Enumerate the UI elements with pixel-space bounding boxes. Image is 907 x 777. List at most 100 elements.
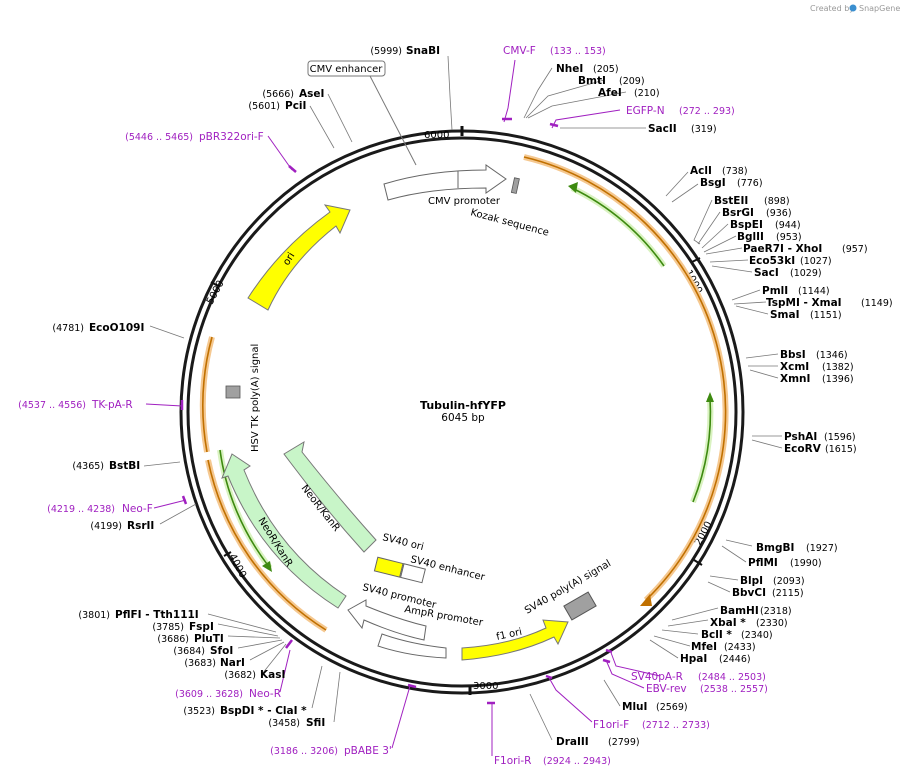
snapgene-logo-icon bbox=[849, 4, 857, 12]
cmv-promoter-arrow[interactable] bbox=[383, 164, 507, 201]
sv40-polya-box[interactable] bbox=[563, 591, 597, 621]
enzyme-hpai[interactable]: HpaI bbox=[680, 653, 707, 665]
enzyme-pshai[interactable]: PshAI bbox=[784, 431, 817, 443]
primer-f1ori-f[interactable]: F1ori-F bbox=[593, 719, 629, 731]
f1-ori-arrow[interactable] bbox=[461, 619, 569, 661]
enzyme-asei[interactable]: AseI bbox=[299, 88, 324, 100]
enzyme-pos-hpai: (2446) bbox=[719, 654, 751, 665]
enzyme-rsrii[interactable]: RsrII bbox=[127, 520, 154, 532]
enzyme-pos-bbvci: (2115) bbox=[772, 588, 804, 599]
enzyme-bsrgi[interactable]: BsrGI bbox=[722, 207, 754, 219]
hsv-tk-polya-label: HSV TK poly(A) signal bbox=[250, 344, 261, 452]
enzyme-pos-pmli: (1144) bbox=[798, 286, 830, 297]
ruler-label-6000: 6000 bbox=[424, 130, 449, 141]
ampr-promoter-box[interactable] bbox=[377, 633, 447, 659]
enzyme-pos-saci: (1029) bbox=[790, 268, 822, 279]
enzyme-pcii[interactable]: PciI bbox=[285, 100, 306, 112]
primer-leaders bbox=[145, 59, 661, 756]
enzyme-pos-bstbi: (4365) bbox=[72, 461, 104, 472]
enzyme-draiii[interactable]: DraIII bbox=[556, 736, 589, 748]
enzyme-xbai[interactable]: XbaI * bbox=[710, 617, 746, 629]
enzyme-saci[interactable]: SacI bbox=[754, 267, 779, 279]
enzyme-bsteii[interactable]: BstEII bbox=[714, 195, 748, 207]
enzyme-bstbi[interactable]: BstBI bbox=[109, 460, 140, 472]
enzyme-paer7i-xhoi[interactable]: PaeR7I - XhoI bbox=[743, 243, 822, 255]
enzyme-pos-fspi: (3785) bbox=[152, 622, 184, 633]
primer-neo-r[interactable]: Neo-R bbox=[249, 688, 281, 700]
enzyme-pluti[interactable]: PluTI bbox=[194, 633, 224, 645]
enzyme-bamhi[interactable]: BamHI bbox=[720, 605, 759, 617]
enzyme-snabi[interactable]: SnaBI bbox=[406, 45, 440, 57]
primer-range-tk-pa-r: (4537 .. 4556) bbox=[18, 400, 86, 411]
primer-sv40pa-r[interactable]: SV40pA-R bbox=[631, 671, 683, 683]
primer-ebv-rev[interactable]: EBV-rev bbox=[646, 683, 687, 695]
enzyme-sfoi[interactable]: SfoI bbox=[210, 645, 233, 657]
enzyme-sfii[interactable]: SfiI bbox=[306, 717, 325, 729]
primer-f1ori-r[interactable]: F1ori-R bbox=[494, 755, 531, 767]
enzyme-kasi[interactable]: KasI bbox=[260, 669, 285, 681]
primer-cmv-f[interactable]: CMV-F bbox=[503, 45, 536, 57]
neokanr-arrow-inner[interactable] bbox=[283, 440, 377, 553]
enzyme-pflfi-tth111i[interactable]: PflFI - Tth111I bbox=[115, 609, 199, 621]
watermark-brand: SnapGene bbox=[859, 4, 900, 13]
primer-range-neo-r: (3609 .. 3628) bbox=[175, 689, 243, 700]
enzyme-bcli[interactable]: BclI * bbox=[701, 629, 732, 641]
enzyme-eco53ki[interactable]: Eco53kI bbox=[749, 255, 795, 267]
orf-ring-main bbox=[523, 154, 729, 606]
enzyme-bglii[interactable]: BglII bbox=[737, 231, 764, 243]
enzyme-mfei[interactable]: MfeI bbox=[691, 641, 717, 653]
enzyme-fspi[interactable]: FspI bbox=[189, 621, 214, 633]
primer-pbr322ori-f[interactable]: pBR322ori-F bbox=[199, 131, 264, 143]
enzyme-ecoo109i[interactable]: EcoO109I bbox=[89, 322, 144, 334]
primer-egfp-n[interactable]: EGFP-N bbox=[626, 105, 665, 117]
enzyme-pos-snabi: (5999) bbox=[370, 46, 402, 57]
enzyme-ecorv[interactable]: EcoRV bbox=[784, 443, 822, 455]
enzyme-afei[interactable]: AfeI bbox=[598, 87, 622, 99]
enzyme-pos-xbai: (2330) bbox=[756, 618, 788, 629]
primer-pbabe-3[interactable]: pBABE 3' bbox=[344, 745, 392, 757]
enzyme-bmgbi[interactable]: BmgBI bbox=[756, 542, 794, 554]
primer-range-f1ori-r: (2924 .. 2943) bbox=[543, 756, 611, 767]
enzyme-blpi[interactable]: BlpI bbox=[740, 575, 763, 587]
enzyme-acli[interactable]: AclI bbox=[690, 165, 712, 177]
sv40-enhancer-box[interactable] bbox=[399, 563, 426, 584]
enzyme-bmti[interactable]: BmtI bbox=[578, 75, 606, 87]
enzyme-pos-bmgbi: (1927) bbox=[806, 543, 838, 554]
enzyme-pos-blpi: (2093) bbox=[773, 576, 805, 587]
enzyme-nari[interactable]: NarI bbox=[220, 657, 245, 669]
enzyme-pos-ecorv: (1615) bbox=[825, 444, 857, 455]
enzyme-pos-pcii: (5601) bbox=[248, 101, 280, 112]
enzyme-pos-bspei: (944) bbox=[775, 220, 801, 231]
sv40-promoter-arrow[interactable] bbox=[347, 599, 427, 641]
enzyme-bspei[interactable]: BspEI bbox=[730, 219, 763, 231]
enzyme-xcmi[interactable]: XcmI bbox=[780, 361, 809, 373]
enzyme-sacii[interactable]: SacII bbox=[648, 123, 677, 135]
enzyme-bspdi-clai[interactable]: BspDI * - ClaI * bbox=[220, 705, 307, 717]
enzyme-smai[interactable]: SmaI bbox=[770, 309, 800, 321]
green-arcs bbox=[217, 182, 714, 572]
ruler-label-4000: 4000 bbox=[226, 552, 248, 580]
enzyme-xmni[interactable]: XmnI bbox=[780, 373, 810, 385]
sv40-ori-box[interactable] bbox=[373, 556, 404, 578]
kozak-box[interactable] bbox=[510, 177, 520, 194]
enzyme-tspmi-xmai[interactable]: TspMI - XmaI bbox=[766, 297, 842, 309]
enzyme-pos-acli: (738) bbox=[722, 166, 748, 177]
neokanr-arrow-outer[interactable] bbox=[221, 453, 347, 609]
hsv-tk-polya-box[interactable] bbox=[225, 385, 241, 399]
ori-arrow[interactable] bbox=[247, 204, 351, 311]
enzyme-bsgi[interactable]: BsgI bbox=[700, 177, 726, 189]
cmv-enhancer-box[interactable] bbox=[307, 60, 386, 77]
primer-tk-pa-r[interactable]: TK-pA-R bbox=[91, 399, 133, 411]
enzyme-pflmi[interactable]: PflMI bbox=[748, 557, 778, 569]
enzyme-pos-xcmi: (1382) bbox=[822, 362, 854, 373]
primer-neo-f[interactable]: Neo-F bbox=[122, 503, 153, 515]
enzyme-pmli[interactable]: PmlI bbox=[762, 285, 788, 297]
enzyme-pos-nhei: (205) bbox=[593, 64, 619, 75]
enzyme-bbsi[interactable]: BbsI bbox=[780, 349, 806, 361]
primer-range-neo-f: (4219 .. 4238) bbox=[47, 504, 115, 515]
enzyme-nhei[interactable]: NheI bbox=[556, 63, 583, 75]
enzyme-mlui[interactable]: MluI bbox=[622, 701, 647, 713]
enzyme-pos-sacii: (319) bbox=[691, 124, 717, 135]
enzyme-bbvci[interactable]: BbvCI bbox=[732, 587, 766, 599]
enzyme-pos-xmni: (1396) bbox=[822, 374, 854, 385]
